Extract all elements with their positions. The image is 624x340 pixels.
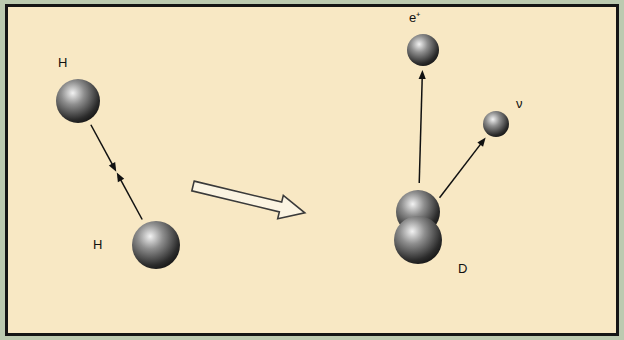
particle-label: e⁺: [409, 11, 420, 24]
arrow-head: [419, 70, 426, 79]
sphere-shape: [483, 111, 509, 137]
arrow-line: [121, 180, 143, 220]
particle: H: [132, 221, 180, 269]
particle-label: H: [58, 56, 67, 69]
motion-arrow: [91, 125, 116, 172]
particle: e⁺: [407, 34, 439, 66]
sphere-shape: [132, 221, 180, 269]
particle-label: H: [93, 238, 102, 251]
background-panel: [5, 4, 619, 336]
particle: ν: [483, 111, 509, 137]
arrow-line: [91, 125, 113, 165]
particle-label: D: [458, 262, 467, 275]
sphere: [394, 216, 442, 264]
arrow-line: [440, 144, 481, 198]
arrow-head: [109, 162, 116, 172]
particle: H: [56, 79, 100, 123]
sphere-shape: [394, 188, 442, 264]
motion-arrow: [419, 70, 426, 183]
arrow-head: [477, 138, 485, 147]
sphere: [483, 111, 509, 137]
arrow-head: [117, 173, 124, 183]
sphere-shape: [407, 34, 439, 66]
sphere: [132, 221, 180, 269]
sphere: [407, 34, 439, 66]
particle-label: ν: [516, 97, 523, 110]
motion-arrow: [117, 173, 142, 220]
sphere: [56, 79, 100, 123]
particle: D: [394, 188, 442, 264]
hollow-arrow: [190, 174, 307, 224]
motion-arrow: [440, 138, 486, 198]
arrow-line: [419, 78, 422, 183]
sphere-shape: [56, 79, 100, 123]
